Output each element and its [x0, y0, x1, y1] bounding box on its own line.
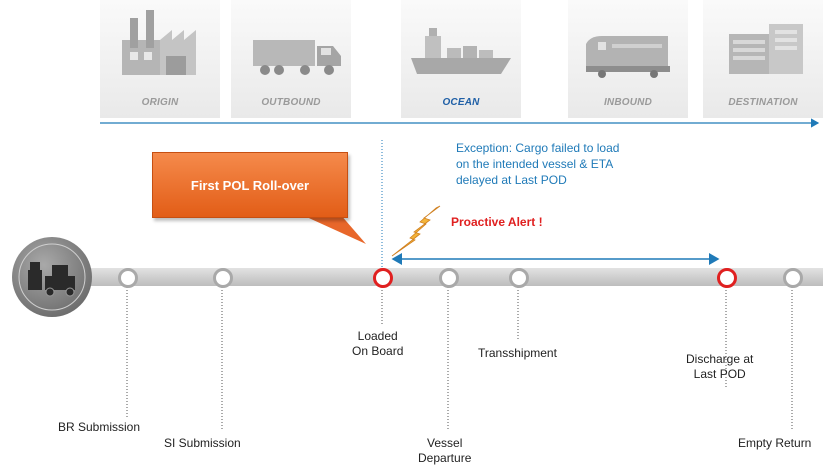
stage-destination-panel	[703, 0, 823, 118]
stage-outbound-panel	[231, 0, 351, 118]
timeline-bar	[50, 268, 823, 286]
lightning-icon	[391, 205, 441, 257]
node-si-submission[interactable]	[213, 268, 233, 288]
label-transshipment: Transshipment	[478, 346, 557, 360]
label-discharge-line-2: Last POD	[693, 367, 746, 381]
exception-note: Exception: Cargo failed to load on the i…	[456, 140, 619, 188]
callout-first-pol-rollover: First POL Roll-over	[152, 152, 348, 218]
stage-label-inbound: INBOUND	[603, 97, 653, 108]
stage-label-outbound: OUTBOUND	[261, 97, 321, 108]
stage-label-origin: ORIGIN	[141, 97, 179, 108]
exception-line-3: delayed at Last POD	[456, 173, 567, 187]
label-loaded-line-2: On Board	[352, 344, 404, 358]
shipper-icon	[12, 237, 92, 317]
label-discharge-last-pod: Discharge at Last POD	[686, 352, 753, 382]
stage-label-destination: DESTINATION	[728, 97, 798, 108]
node-br-submission[interactable]	[118, 268, 138, 288]
factory-icon	[122, 10, 196, 75]
exception-line-1: Exception: Cargo failed to load	[456, 141, 620, 155]
label-discharge-line-1: Discharge at	[686, 352, 754, 366]
node-empty-return[interactable]	[783, 268, 803, 288]
label-br-submission: BR Submission	[58, 420, 141, 434]
stage-inbound-panel	[568, 0, 688, 118]
train-icon	[586, 36, 670, 78]
warehouse-icon	[729, 24, 803, 74]
node-transshipment[interactable]	[509, 268, 529, 288]
callout-text: First POL Roll-over	[190, 177, 310, 193]
stage-label-ocean: OCEAN	[442, 97, 480, 108]
ship-icon	[411, 28, 511, 74]
node-loaded-on-board[interactable]	[373, 268, 393, 288]
truck-icon	[253, 40, 341, 75]
callout-pointer	[300, 214, 366, 244]
exception-line-2: on the intended vessel & ETA	[456, 157, 614, 171]
label-loaded-line-1: Loaded	[357, 329, 398, 343]
label-vessel-departure: Vessel Departure	[418, 436, 471, 466]
stage-ocean-panel	[401, 0, 521, 118]
stage-origin-panel	[100, 0, 220, 118]
label-vessel-line-2: Departure	[418, 451, 472, 465]
label-empty-return: Empty Return	[738, 436, 812, 450]
label-vessel-line-1: Vessel	[427, 436, 463, 450]
label-loaded-on-board: Loaded On Board	[352, 329, 403, 359]
node-vessel-departure[interactable]	[439, 268, 459, 288]
proactive-alert-label: Proactive Alert !	[451, 215, 543, 229]
label-si-submission: SI Submission	[164, 436, 241, 450]
node-discharge-last-pod[interactable]	[717, 268, 737, 288]
